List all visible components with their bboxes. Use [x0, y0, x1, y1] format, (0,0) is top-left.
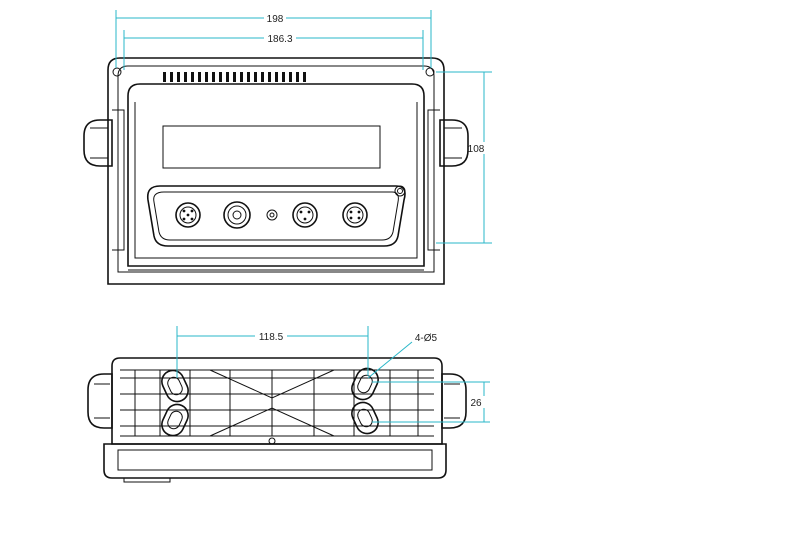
corner-hole: [112, 67, 122, 77]
dim-hole-spacing-width: 186.3: [267, 34, 292, 45]
left-knob: [83, 119, 113, 167]
mounting-slot: [161, 369, 189, 403]
connector-3: [292, 202, 318, 228]
mounting-slot: [161, 403, 189, 437]
mounting-slot: [351, 367, 379, 401]
mounting-slot: [351, 401, 379, 435]
dim-overall-width: 198: [267, 14, 284, 25]
dimensions-rear: [115, 10, 492, 244]
right-knob: [439, 119, 469, 167]
bottom-outline: [111, 357, 443, 445]
connector-1: [175, 202, 201, 228]
connector-4: [342, 202, 368, 228]
bottom-view: [87, 357, 467, 483]
dim-bottom-hole-spacing: 118.5: [259, 332, 284, 343]
mount-bracket-outline: [107, 57, 445, 285]
connector-2-coax: [223, 201, 251, 229]
corner-hole: [425, 67, 435, 77]
dim-holes-callout: 4-Ø5: [415, 333, 438, 344]
label-recess: [162, 125, 381, 169]
rear-view: [83, 57, 469, 285]
base-front: [103, 443, 447, 479]
ground-screw: [266, 209, 278, 221]
vent-grill: [163, 72, 306, 82]
vent-plug: [394, 185, 406, 197]
dim-height: 108: [468, 144, 485, 155]
rib-grid: [120, 369, 434, 437]
dim-hole-vertical-spacing: 26: [470, 398, 482, 409]
dimensions-bottom: [176, 326, 490, 423]
